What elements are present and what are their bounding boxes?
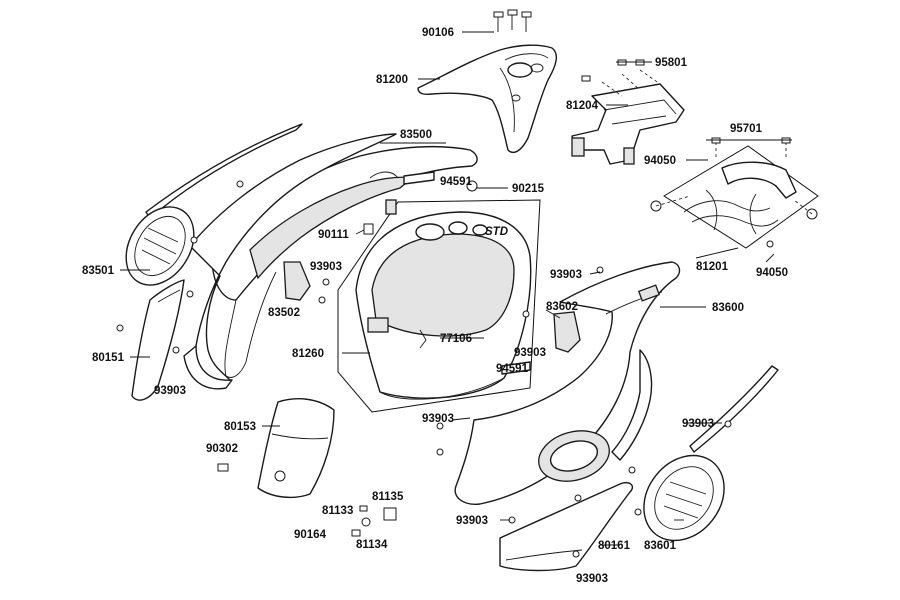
label-81134: 81134 bbox=[356, 539, 388, 551]
label-93903-lower-mid: 93903 bbox=[422, 413, 454, 425]
label-80153: 80153 bbox=[224, 421, 256, 433]
label-81260: 81260 bbox=[292, 348, 324, 360]
label-90111: 90111 bbox=[318, 229, 349, 241]
label-95701: 95701 bbox=[730, 123, 763, 135]
label-83502: 83502 bbox=[268, 307, 300, 319]
label-93903-right: 93903 bbox=[682, 418, 714, 430]
label-93903-mid: 93903 bbox=[514, 347, 546, 359]
side-cover-right-83600 bbox=[454, 261, 681, 505]
label-77106: 77106 bbox=[440, 333, 472, 345]
plate-80153 bbox=[257, 398, 335, 499]
harness-box-81201 bbox=[663, 145, 819, 249]
lower-panel-80161 bbox=[499, 482, 634, 572]
label-90106: 90106 bbox=[422, 27, 454, 39]
left-panel-80151 bbox=[131, 279, 185, 401]
part-stamp: STD bbox=[485, 226, 508, 238]
label-81204: 81204 bbox=[566, 100, 599, 112]
label-95801: 95801 bbox=[655, 57, 688, 69]
label-90215: 90215 bbox=[512, 183, 545, 195]
label-81135: 81135 bbox=[372, 491, 404, 503]
label-83500: 83500 bbox=[400, 129, 432, 141]
nuts-94050 bbox=[650, 195, 818, 220]
screws-95801 bbox=[581, 59, 645, 82]
screws-90106 bbox=[493, 9, 532, 32]
label-94591-lower: 94591 bbox=[496, 363, 529, 375]
leader-lines bbox=[120, 31, 792, 546]
lens-right-83601 bbox=[643, 365, 779, 542]
label-83600: 83600 bbox=[712, 302, 744, 314]
label-94050-top: 94050 bbox=[644, 155, 676, 167]
label-81201: 81201 bbox=[696, 261, 729, 273]
label-93903-lower-left: 93903 bbox=[456, 515, 488, 527]
screws-95701 bbox=[711, 137, 791, 160]
label-93903-left-upper: 93903 bbox=[310, 261, 342, 273]
label-93903-bottom: 93903 bbox=[576, 573, 608, 585]
label-90164: 90164 bbox=[294, 529, 327, 541]
bracket-81204 bbox=[571, 69, 685, 165]
label-90302: 90302 bbox=[206, 443, 238, 455]
label-80161: 80161 bbox=[598, 540, 631, 552]
helmet-box-81260: STD bbox=[337, 199, 541, 413]
label-83601: 83601 bbox=[644, 540, 677, 552]
small-hardware bbox=[116, 171, 732, 558]
label-93903-center: 93903 bbox=[550, 269, 582, 281]
label-93903-left-lower: 93903 bbox=[154, 385, 186, 397]
label-81133: 81133 bbox=[322, 505, 353, 517]
rear-carrier-81200 bbox=[417, 44, 558, 154]
label-80151: 80151 bbox=[92, 352, 125, 364]
label-83602: 83602 bbox=[546, 301, 578, 313]
label-83501: 83501 bbox=[82, 265, 115, 277]
label-94591-top: 94591 bbox=[440, 176, 473, 188]
label-94050-right: 94050 bbox=[756, 267, 788, 279]
label-81200: 81200 bbox=[376, 74, 408, 86]
center-cover-83500 bbox=[211, 145, 478, 378]
side-cover-left-83501 bbox=[125, 123, 397, 390]
part-labels: 90106 81200 95801 81204 95701 94050 8350… bbox=[82, 27, 788, 585]
